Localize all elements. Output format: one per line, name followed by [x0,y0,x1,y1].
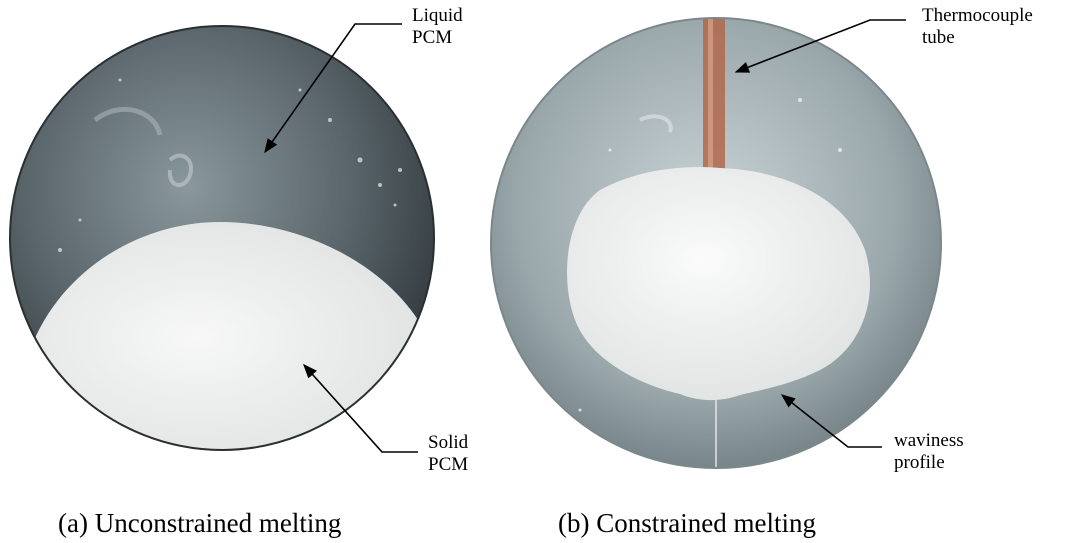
caption-unconstrained: (a) Unconstrained melting [58,508,342,538]
solid-pcm-mass [567,167,870,401]
annotation-leaders [264,19,906,453]
label-liquid-pcm: Liquid PCM [412,5,463,48]
leader-waviness [780,394,882,448]
sphere-unconstrained [9,25,435,451]
solid-pcm-mass [10,222,434,450]
leader-liquid-pcm [264,23,402,154]
leader-thermocouple [734,19,906,73]
leader-solid-pcm [303,363,418,453]
label-waviness-profile: waviness profile [894,430,964,473]
thermocouple-tube [703,18,725,180]
label-thermocouple-tube: Thermocouple tube [922,5,1033,48]
sphere-constrained [490,17,942,469]
caption-constrained: (b) Constrained melting [558,508,816,538]
label-solid-pcm: Solid PCM [428,432,469,475]
